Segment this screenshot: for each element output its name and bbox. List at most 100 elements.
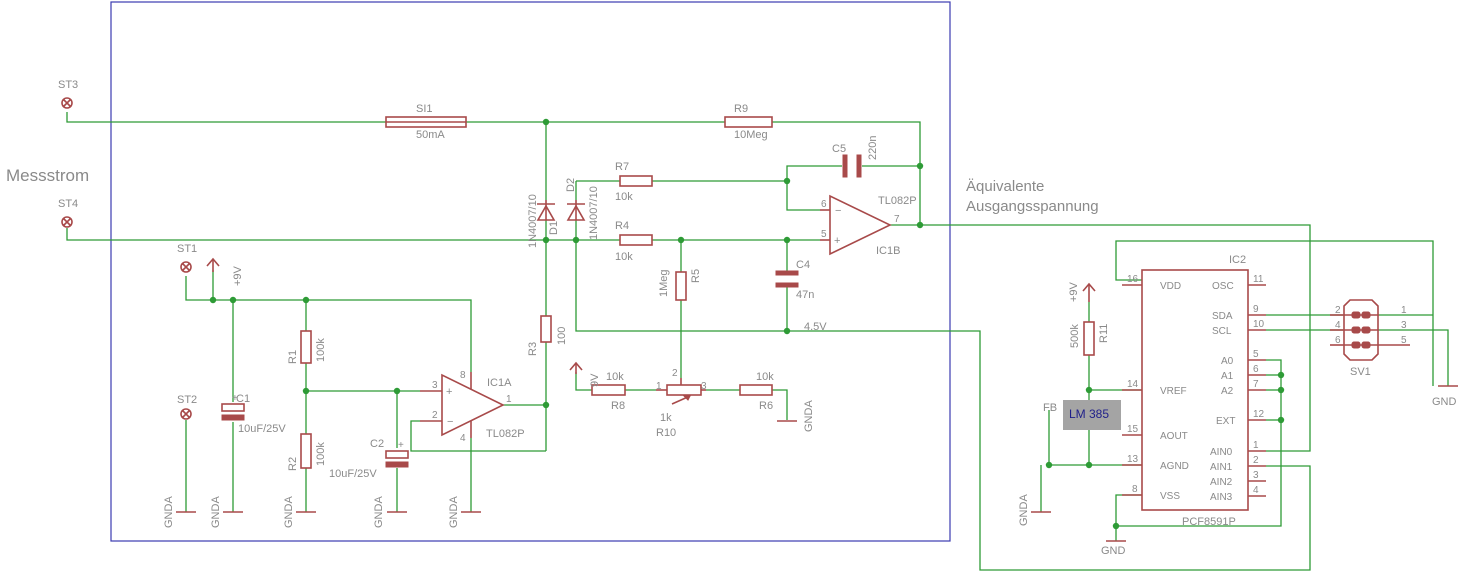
- ic2-pin-agnd: AGND: [1160, 461, 1189, 472]
- resistor-r8: 10k R8: [591, 371, 626, 412]
- resistor-r8-value: 10k: [606, 371, 624, 383]
- resistor-r9-value: 10Meg: [734, 129, 768, 141]
- sv1-pin3: 3: [1401, 320, 1407, 331]
- capacitor-c2-value: 10uF/25V: [329, 468, 377, 480]
- fuse-si1-name: SI1: [416, 103, 433, 115]
- ic2-pin-a0: A0: [1221, 356, 1234, 367]
- gnd-sv1: GND: [1432, 385, 1458, 408]
- ic2-pin-ain3: AIN3: [1210, 492, 1233, 503]
- ic2-pcf8591p: IC2 PCF8591P VDD VREF AOUT AGND VSS OSC …: [1122, 254, 1266, 528]
- capacitor-c1-value: 10uF/25V: [238, 423, 286, 435]
- ic2-pin-a1: A1: [1221, 371, 1234, 382]
- resistor-r8-name: R8: [611, 400, 625, 412]
- ic1a-pin2: 2: [432, 410, 438, 421]
- ic2-pin-vdd: VDD: [1160, 281, 1181, 292]
- r10-pin1: 1: [656, 381, 662, 392]
- resistor-r3: R3 100: [527, 315, 568, 356]
- ic2-num-4: 4: [1253, 485, 1259, 496]
- resistor-r7-name: R7: [615, 161, 629, 173]
- resistor-r4-name: R4: [615, 220, 629, 232]
- resistor-r4-value: 10k: [615, 251, 633, 263]
- gnda-c2: GNDA: [373, 496, 407, 528]
- terminal-st3-label: ST3: [58, 79, 78, 91]
- r10-pin2: 2: [672, 368, 678, 379]
- gnda-r2-label: GNDA: [283, 496, 295, 528]
- gnda-r6: GNDA: [777, 400, 815, 432]
- gnda-st2-label: GNDA: [163, 496, 175, 528]
- gnda-ic1a-label: GNDA: [448, 496, 460, 528]
- output-label-line2: Ausgangsspannung: [966, 198, 1099, 215]
- gnd-sv1-label: GND: [1432, 396, 1457, 408]
- capacitor-c2: + C2 10uF/25V: [329, 438, 409, 480]
- sv1-pin1: 1: [1401, 305, 1407, 316]
- ic1a-plus: +: [446, 386, 452, 398]
- gnda-agnd-label: GNDA: [1018, 494, 1030, 526]
- c2-plus: +: [398, 440, 404, 451]
- ic2-pin-a2: A2: [1221, 386, 1234, 397]
- lm385-body: [1063, 400, 1121, 430]
- ic2-num-11: 11: [1253, 274, 1264, 285]
- fuse-si1-value: 50mA: [416, 129, 445, 141]
- resistor-r1: R1 100k: [287, 330, 327, 364]
- ic2-pin-aout: AOUT: [1160, 431, 1188, 442]
- ic2-part: PCF8591P: [1182, 516, 1236, 528]
- resistor-r5-name: R5: [690, 269, 702, 283]
- capacitor-c2-name: C2: [370, 438, 384, 450]
- ic2-pin-vref: VREF: [1160, 386, 1187, 397]
- capacitor-c4-name: C4: [796, 259, 810, 271]
- gnda-c2-label: GNDA: [373, 496, 385, 528]
- gnd-ic2: GND: [1101, 540, 1126, 557]
- capacitor-c5-name: C5: [832, 143, 846, 155]
- ic2-num-6: 6: [1253, 364, 1259, 375]
- opamp-ic1b-name: IC1B: [876, 245, 900, 257]
- junctions: [209, 118, 1285, 530]
- diode-d2-name: D2: [565, 178, 577, 192]
- ic1a-pin3: 3: [432, 380, 438, 391]
- ic2-num-15: 15: [1127, 424, 1139, 435]
- fuse-si1: SI1 50mA: [385, 103, 467, 141]
- ic2-pin-ain0: AIN0: [1210, 447, 1233, 458]
- terminal-st4-label: ST4: [58, 198, 78, 210]
- resistor-r11-value: 500k: [1069, 324, 1081, 348]
- resistor-r3-name: R3: [527, 342, 539, 356]
- resistor-r5: 1Meg R5: [658, 269, 702, 301]
- ic1a-minus: −: [447, 416, 453, 428]
- ic2-pin-ain1: AIN1: [1210, 462, 1233, 473]
- resistor-r4: R4 10k: [615, 220, 653, 263]
- sv1-pin4: 4: [1335, 320, 1341, 331]
- potentiometer-r10-value: 1k: [660, 412, 672, 424]
- opamp-ic1b-value: TL082P: [878, 195, 917, 207]
- resistor-r11-name: R11: [1098, 324, 1110, 343]
- gnda-c1: GNDA: [210, 496, 243, 528]
- diode-d2-value: 1N4007/10: [588, 186, 600, 240]
- resistor-r2: R2 100k: [287, 433, 327, 471]
- resistor-r6: 10k R6: [739, 371, 774, 412]
- ic2-pin-sda: SDA: [1212, 311, 1233, 322]
- capacitor-c1-name: C1: [236, 393, 250, 405]
- opamp-ic1a-value: TL082P: [486, 428, 525, 440]
- supply-plus9v-left-label: +9V: [232, 265, 244, 286]
- gnda-st2: GNDA: [163, 496, 196, 528]
- supply-plus9v-r11-label: +9V: [1068, 281, 1080, 302]
- ic2-pin-osc: OSC: [1212, 281, 1234, 292]
- resistor-r7: R7 10k: [615, 161, 653, 203]
- sv1-pin2: 2: [1335, 305, 1341, 316]
- supply-9v-r8: 9V: [569, 361, 601, 387]
- ic1b-minus: −: [835, 205, 841, 217]
- connector-sv1-name: SV1: [1350, 366, 1371, 378]
- ic2-num-12: 12: [1253, 409, 1265, 420]
- ic1b-plus: +: [834, 235, 840, 247]
- capacitor-c4-value: 47n: [796, 289, 814, 301]
- ic2-num-5: 5: [1253, 349, 1259, 360]
- supply-plus9v-left: +9V: [206, 257, 244, 286]
- gnd-ic2-label: GND: [1101, 545, 1126, 557]
- resistor-r5-value: 1Meg: [658, 269, 670, 297]
- diode-d1: 1N4007/10 D1: [527, 194, 560, 248]
- board-frame: [110, 1, 951, 542]
- resistor-r1-name: R1: [287, 350, 299, 364]
- gnda-agnd: GNDA: [1018, 494, 1051, 526]
- potentiometer-r10-name: R10: [656, 427, 676, 439]
- diode-d1-value: 1N4007/10: [527, 194, 539, 248]
- resistor-r9: R9 10Meg: [724, 103, 773, 141]
